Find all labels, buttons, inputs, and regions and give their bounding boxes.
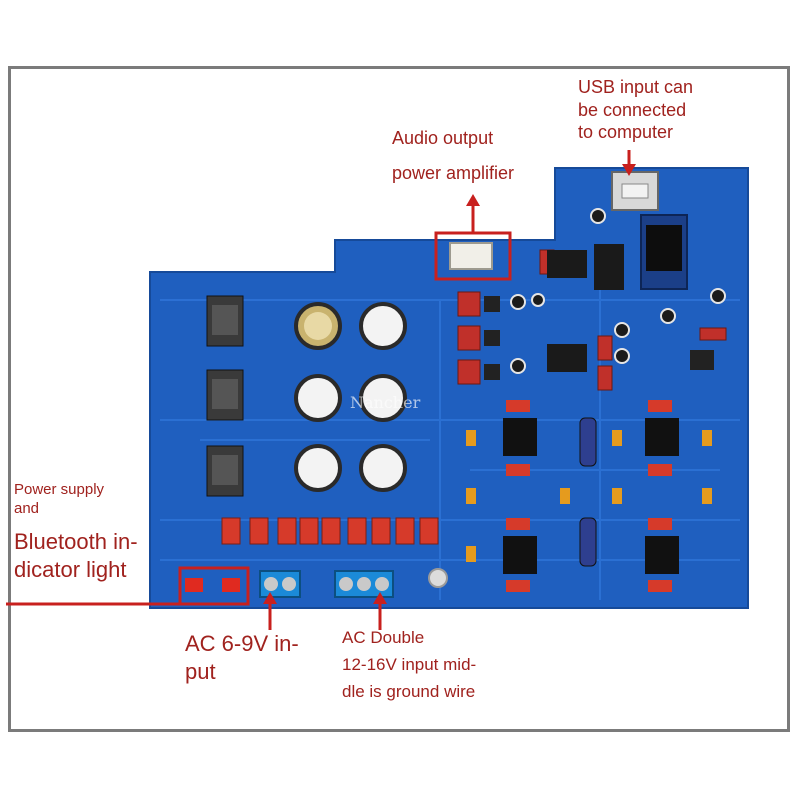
power-supply-label: Power supply and (14, 481, 105, 517)
watermark: Nancher (350, 393, 421, 412)
bluetooth-led (222, 578, 240, 592)
capacitors (294, 302, 407, 492)
ic-chip (547, 250, 587, 278)
diode-row (221, 517, 439, 545)
film-cap (579, 517, 597, 567)
audio-output-connector (449, 242, 493, 270)
power-led (185, 578, 203, 592)
op-amps (503, 418, 679, 574)
ic-chip (547, 344, 587, 372)
ac-double-label: AC Double 12-16V input mid- dle is groun… (342, 628, 477, 702)
ac-input-label: AC 6-9V in- put (185, 631, 299, 684)
ic-chip (594, 244, 624, 290)
mounting-hole (428, 568, 448, 588)
audio-output-label-line1: Audio output (392, 128, 494, 148)
audio-output-label-line2: power amplifier (392, 163, 515, 183)
film-cap (579, 417, 597, 467)
voltage-regulators (206, 295, 244, 497)
led-highlight (178, 566, 250, 606)
usb-label: USB input can be connected to computer (578, 77, 694, 142)
bluetooth-indicator-label: Bluetooth in- dicator light (14, 529, 138, 582)
